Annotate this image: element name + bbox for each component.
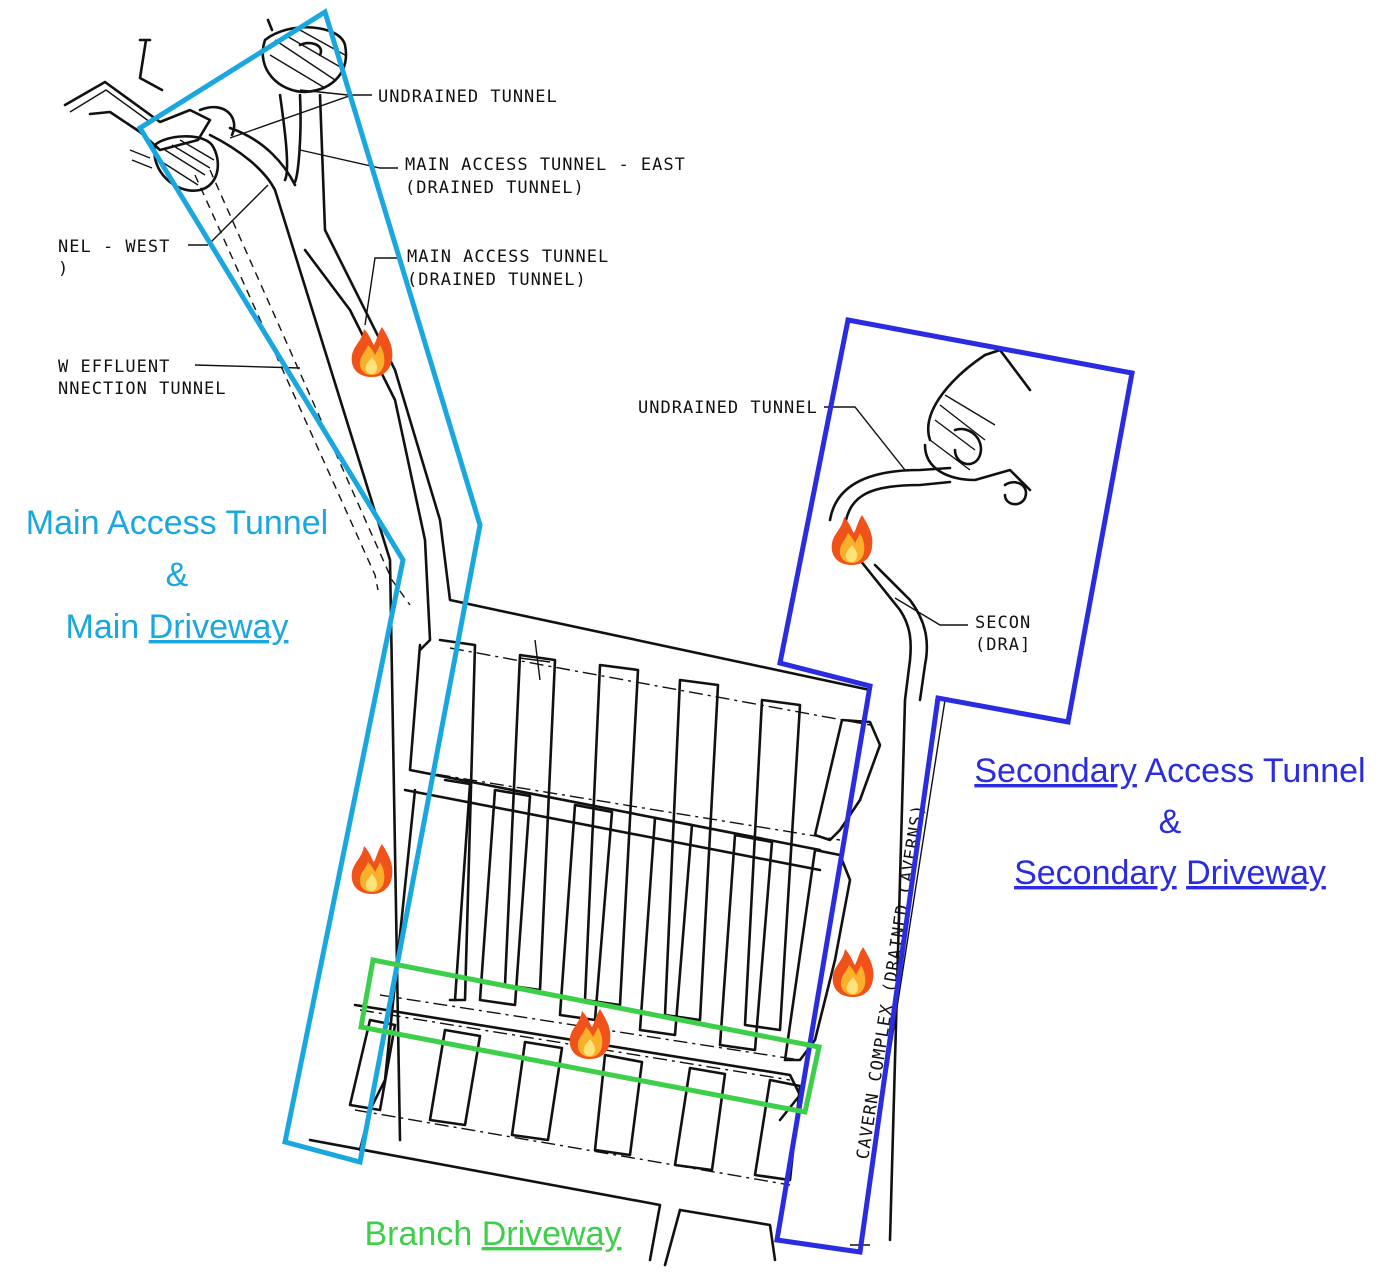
callout-secondary-line1: Secondary Access Tunnel: [974, 752, 1365, 790]
label-main-access-east-line2: (DRAINED TUNNEL): [405, 178, 585, 198]
fire-icon: [831, 515, 873, 565]
secondary-access-tunnel: [828, 348, 1032, 1242]
fire-icon: [351, 327, 393, 377]
main-access-tunnel-east: [278, 93, 872, 692]
callout-secondary-line3: Secondary Driveway: [1014, 854, 1326, 892]
label-main-access-east-line1: MAIN ACCESS TUNNEL - EAST: [405, 155, 686, 175]
label-tunnel-west-line1: NEL - WEST: [58, 237, 170, 257]
north-portal-structure: [261, 18, 348, 94]
label-secon-line2: (DRA]: [975, 635, 1031, 655]
callout-main-line1: Main Access Tunnel: [26, 504, 328, 542]
callout-branch: Branch Driveway: [365, 1215, 622, 1253]
callout-main-line2: &: [166, 556, 189, 594]
branch-driveway-highlight: [358, 957, 822, 1115]
label-main-access-line2: (DRAINED TUNNEL): [407, 270, 587, 290]
label-undrained-tunnel-right: UNDRAINED TUNNEL: [638, 398, 818, 418]
label-effluent-line1: W EFFLUENT: [58, 357, 170, 377]
secondary-driveway-highlight: [774, 317, 1135, 1255]
label-undrained-tunnel-top: UNDRAINED TUNNEL: [378, 87, 558, 107]
main-driveway-highlight: [136, 8, 483, 1166]
main-access-tunnel-west: [194, 126, 411, 1142]
northwest-portal-structure: [63, 38, 236, 192]
label-secon-line1: SECON: [975, 613, 1031, 633]
callout-main-line3: Main Driveway: [66, 608, 289, 646]
fire-icon: [351, 844, 393, 894]
label-tunnel-west-line2: ): [58, 259, 69, 279]
label-effluent-line2: NNECTION TUNNEL: [58, 379, 227, 399]
label-main-access-line1: MAIN ACCESS TUNNEL: [407, 247, 609, 267]
callout-secondary-line2: &: [1159, 803, 1182, 841]
fire-icon: [832, 947, 874, 997]
